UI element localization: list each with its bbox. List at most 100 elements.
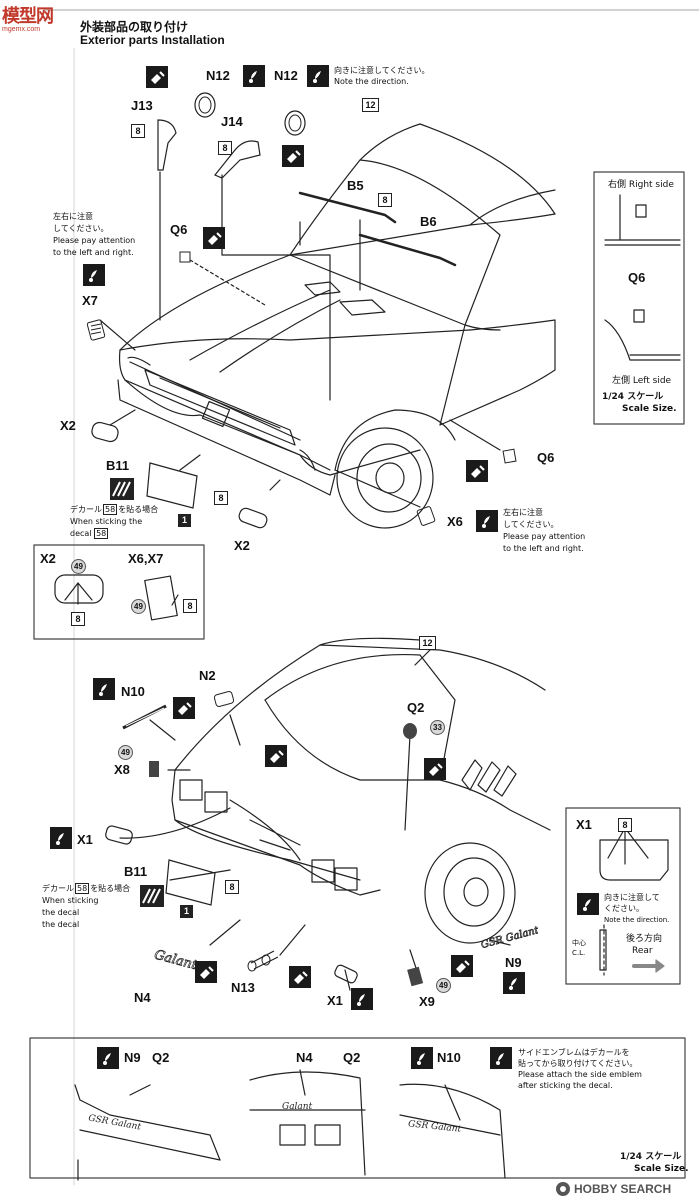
bottom-note-emblem-en1: Please attach the side emblem bbox=[518, 1070, 642, 1079]
part-label-n2: N2 bbox=[199, 668, 216, 683]
emblem-part-q6-right bbox=[502, 448, 517, 464]
note-left-right2-en1: Please pay attention bbox=[503, 532, 586, 541]
mirror-stalk-j13 bbox=[157, 119, 177, 171]
emblem-part-n4: Galant bbox=[152, 947, 200, 974]
note-decal-en2: decal 58 bbox=[70, 528, 109, 539]
paint-drop-icon bbox=[490, 1047, 512, 1069]
paint-number-8: 8 bbox=[218, 141, 232, 155]
site-logo: 模型网 mgemx.com bbox=[2, 2, 72, 38]
x1-panel-center-jp: 中心 bbox=[572, 939, 586, 947]
side-panel-q6-label: Q6 bbox=[628, 270, 646, 285]
part-label-n4: N4 bbox=[134, 990, 151, 1005]
paint-drop-icon bbox=[97, 1047, 119, 1069]
part-label-x2-lower: X2 bbox=[234, 538, 250, 553]
note-left-right2-jp1: 左右に注意 bbox=[503, 508, 543, 517]
svg-text:GSR Galant: GSR Galant bbox=[480, 925, 538, 950]
note-direction-jp: 向きに注意してください。 bbox=[334, 66, 430, 75]
paint-number-8: 8 bbox=[378, 193, 392, 207]
paint-number-49: 49 bbox=[71, 559, 86, 574]
paint-drop-icon bbox=[50, 827, 72, 849]
part-label-n12-right: N12 bbox=[274, 68, 298, 83]
paint-number-8: 8 bbox=[131, 124, 145, 138]
paint-drop-icon bbox=[351, 988, 373, 1010]
paint-drop-icon bbox=[577, 893, 599, 915]
paint-drop-icon bbox=[83, 264, 105, 286]
lamp-part-x8 bbox=[149, 761, 159, 777]
license-plate-part-b11 bbox=[146, 462, 198, 509]
bottom-label-n4: N4 bbox=[296, 1050, 313, 1065]
part-label-b5: B5 bbox=[347, 178, 364, 193]
mirror-stalk-j14 bbox=[214, 140, 261, 179]
glue-caution-icon bbox=[173, 697, 195, 719]
side-panel-scale-jp: 1/24 スケール bbox=[602, 392, 664, 402]
bottom-label-q2-left: Q2 bbox=[152, 1050, 170, 1065]
x1-panel-dir-en: Note the direction. bbox=[604, 916, 670, 924]
part-label-b11-rear: B11 bbox=[124, 864, 148, 879]
part-label-j13: J13 bbox=[131, 98, 153, 113]
note-left-right-en2: to the left and right. bbox=[53, 248, 134, 257]
lamp-part-x1-lower bbox=[334, 964, 358, 984]
side-panel-right-label: 右側 Right side bbox=[608, 180, 674, 190]
part-label-x1: X1 bbox=[77, 832, 93, 847]
rear-note-decal-en2: the decal bbox=[42, 908, 80, 917]
mirror-part-n12-right bbox=[284, 110, 306, 136]
decal-stripe-icon bbox=[110, 478, 134, 500]
bottom-label-n9: N9 bbox=[124, 1050, 141, 1065]
section-title-en: Exterior parts Installation bbox=[80, 33, 225, 47]
decal-number-box: 58 bbox=[94, 528, 109, 539]
lamp-part-x2 bbox=[91, 421, 119, 443]
paint-number-49: 49 bbox=[131, 599, 146, 614]
part-label-q6-right: Q6 bbox=[537, 450, 555, 465]
paint-number-49: 49 bbox=[436, 978, 451, 993]
note-direction-en: Note the direction. bbox=[334, 77, 409, 86]
part-label-n12-left: N12 bbox=[206, 68, 230, 83]
note-left-right-jp2: してください。 bbox=[53, 224, 109, 233]
part-label-n13: N13 bbox=[231, 980, 255, 995]
paint-drop-icon bbox=[307, 65, 329, 87]
side-panel-left-label: 左側 Left side bbox=[612, 376, 672, 386]
paint-number-8: 8 bbox=[225, 880, 239, 894]
glue-caution-icon bbox=[203, 227, 225, 249]
glue-caution-icon bbox=[265, 745, 287, 767]
x1-panel-center-en: C.L. bbox=[572, 949, 586, 957]
bottom-note-emblem-jp2: 貼ってから取り付けてください。 bbox=[518, 1059, 638, 1068]
note-left-right-en1: Please pay attention bbox=[53, 236, 136, 245]
emblem-part-n9: GSR Galant bbox=[480, 925, 538, 950]
rear-note-decal-en3: the decal bbox=[42, 920, 80, 929]
exhaust-part-n13 bbox=[247, 950, 279, 972]
paint-drop-icon bbox=[411, 1047, 433, 1069]
glue-caution-icon bbox=[195, 961, 217, 983]
part-label-b6: B6 bbox=[420, 214, 437, 229]
glue-caution-icon bbox=[424, 758, 446, 780]
paint-number-33: 33 bbox=[430, 720, 445, 735]
lamp-part-x1 bbox=[105, 825, 133, 845]
site-logo-sub: mgemx.com bbox=[2, 26, 41, 33]
rear-note-decal-en1: When sticking bbox=[42, 896, 99, 905]
decal-number-box: 58 bbox=[103, 504, 118, 515]
paint-drop-icon bbox=[476, 510, 498, 532]
glue-caution-icon bbox=[451, 955, 473, 977]
section-title-jp: 外装部品の取り付け bbox=[80, 20, 189, 34]
paint-number-8: 8 bbox=[618, 818, 632, 832]
paint-number-8: 8 bbox=[71, 612, 85, 626]
note-left-right2-jp2: してください。 bbox=[503, 520, 559, 529]
lamp-part-x2-lower bbox=[238, 507, 268, 529]
note-left-right-jp1: 左右に注意 bbox=[53, 212, 93, 221]
part-label-n10: N10 bbox=[121, 684, 145, 699]
part-label-x6: X6 bbox=[447, 514, 463, 529]
note-decal-en1: When sticking the bbox=[70, 517, 143, 526]
side-marker-part-x6 bbox=[416, 506, 436, 526]
svg-text:Galant: Galant bbox=[153, 947, 200, 973]
detail-label-x6x7: X6,X7 bbox=[128, 551, 164, 566]
emblem-part-n10 bbox=[122, 704, 167, 730]
x1-panel-title: X1 bbox=[576, 817, 592, 832]
part-label-x2: X2 bbox=[60, 418, 76, 433]
hobby-search-mark-icon bbox=[556, 1182, 570, 1196]
paint-number-1: 1 bbox=[178, 514, 191, 527]
step-reference-12: 12 bbox=[419, 636, 436, 650]
part-label-b11: B11 bbox=[106, 458, 130, 473]
glue-caution-icon bbox=[146, 66, 168, 88]
part-label-n9: N9 bbox=[505, 955, 522, 970]
